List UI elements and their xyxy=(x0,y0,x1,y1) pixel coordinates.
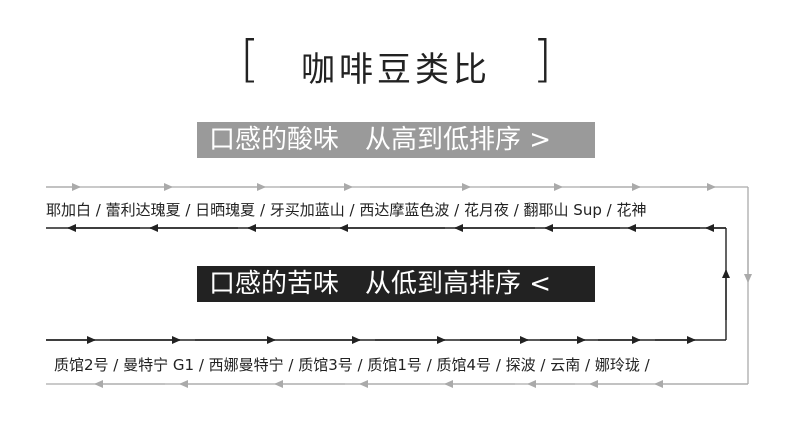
gray-arrow-path xyxy=(46,183,752,388)
bitter-sequence: 质馆2号 / 曼特宁 G1 / 西娜曼特宁 / 质馆3号 / 质馆1号 / 质馆… xyxy=(54,356,650,374)
right-bracket: ] xyxy=(532,30,552,88)
sour-banner: 口感的酸味 从高到低排序 > xyxy=(197,122,595,158)
bitter-banner: 口感的苦味 从低到高排序 < xyxy=(197,266,595,302)
left-bracket: [ xyxy=(240,30,260,88)
page-title-group: [ 咖啡豆类比 ] xyxy=(240,32,552,90)
sour-sequence: 耶加白 / 蕾利达瑰夏 / 日晒瑰夏 / 牙买加蓝山 / 西达摩蓝色波 / 花月… xyxy=(46,201,647,219)
dark-arrow-path xyxy=(46,224,730,344)
page-title: 咖啡豆类比 xyxy=(301,50,491,90)
